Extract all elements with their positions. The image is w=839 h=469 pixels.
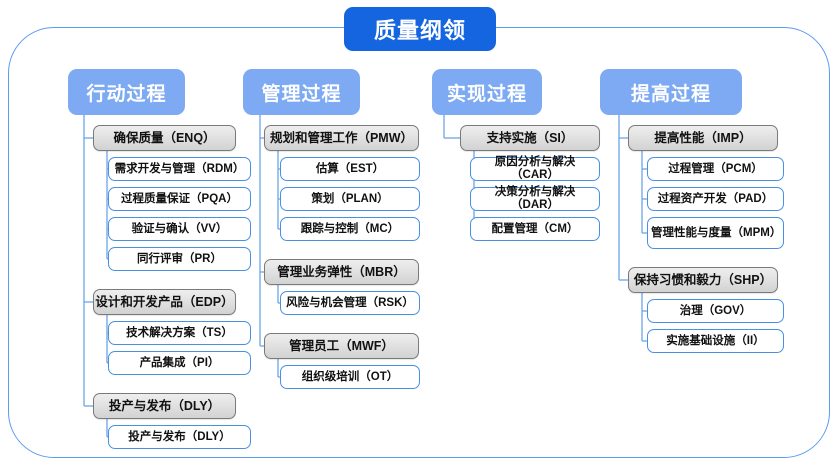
leaf-box[interactable]: 治理（GOV） xyxy=(647,299,784,323)
leaf-box[interactable]: 组织级培训（OT） xyxy=(280,365,420,389)
leaf-box[interactable]: 跟踪与控制（MC） xyxy=(280,217,420,241)
leaf-box[interactable]: 技术解决方案（TS） xyxy=(108,321,251,345)
leaf-box[interactable]: 投产与发布（DLY） xyxy=(108,425,251,449)
column-header-1: 行动过程 xyxy=(68,69,185,115)
group-box[interactable]: 投产与发布（DLY） xyxy=(93,393,236,419)
leaf-box[interactable]: 同行评审（PR） xyxy=(108,247,251,271)
column-header-2: 管理过程 xyxy=(243,69,360,115)
group-box[interactable]: 保持习惯和毅力（SHP） xyxy=(628,267,778,293)
leaf-box[interactable]: 配置管理（CM） xyxy=(470,217,600,241)
group-box[interactable]: 设计和开发产品（EDP） xyxy=(93,289,236,315)
leaf-box[interactable]: 估算（EST） xyxy=(280,157,420,181)
leaf-box[interactable]: 需求开发与管理（RDM） xyxy=(108,157,251,181)
leaf-box[interactable]: 决策分析与解决（DAR） xyxy=(470,186,600,211)
leaf-box[interactable]: 管理性能与度量（MPM） xyxy=(647,217,784,249)
leaf-box[interactable]: 实施基础设施（II） xyxy=(647,329,784,353)
group-box[interactable]: 管理业务弹性（MBR） xyxy=(264,259,419,285)
group-box[interactable]: 确保质量（ENQ） xyxy=(93,125,236,151)
column-header-3: 实现过程 xyxy=(432,69,542,115)
leaf-box[interactable]: 策划（PLAN） xyxy=(280,187,420,211)
diagram-title: 质量纲领 xyxy=(344,7,496,51)
group-box[interactable]: 支持实施（SI） xyxy=(460,125,600,151)
leaf-box[interactable]: 风险与机会管理（RSK） xyxy=(280,291,420,315)
leaf-box[interactable]: 原因分析与解决（CAR） xyxy=(470,156,600,181)
leaf-box[interactable]: 过程资产开发（PAD） xyxy=(647,187,784,211)
leaf-box[interactable]: 产品集成（PI） xyxy=(108,351,251,375)
group-box[interactable]: 规划和管理工作（PMW） xyxy=(264,125,419,151)
leaf-box[interactable]: 过程质量保证（PQA） xyxy=(108,187,251,211)
group-box[interactable]: 提高性能（IMP） xyxy=(628,125,778,151)
column-header-4: 提高过程 xyxy=(600,69,742,115)
group-box[interactable]: 管理员工（MWF） xyxy=(264,333,419,359)
leaf-box[interactable]: 验证与确认（VV） xyxy=(108,217,251,241)
leaf-box[interactable]: 过程管理（PCM） xyxy=(647,157,784,181)
